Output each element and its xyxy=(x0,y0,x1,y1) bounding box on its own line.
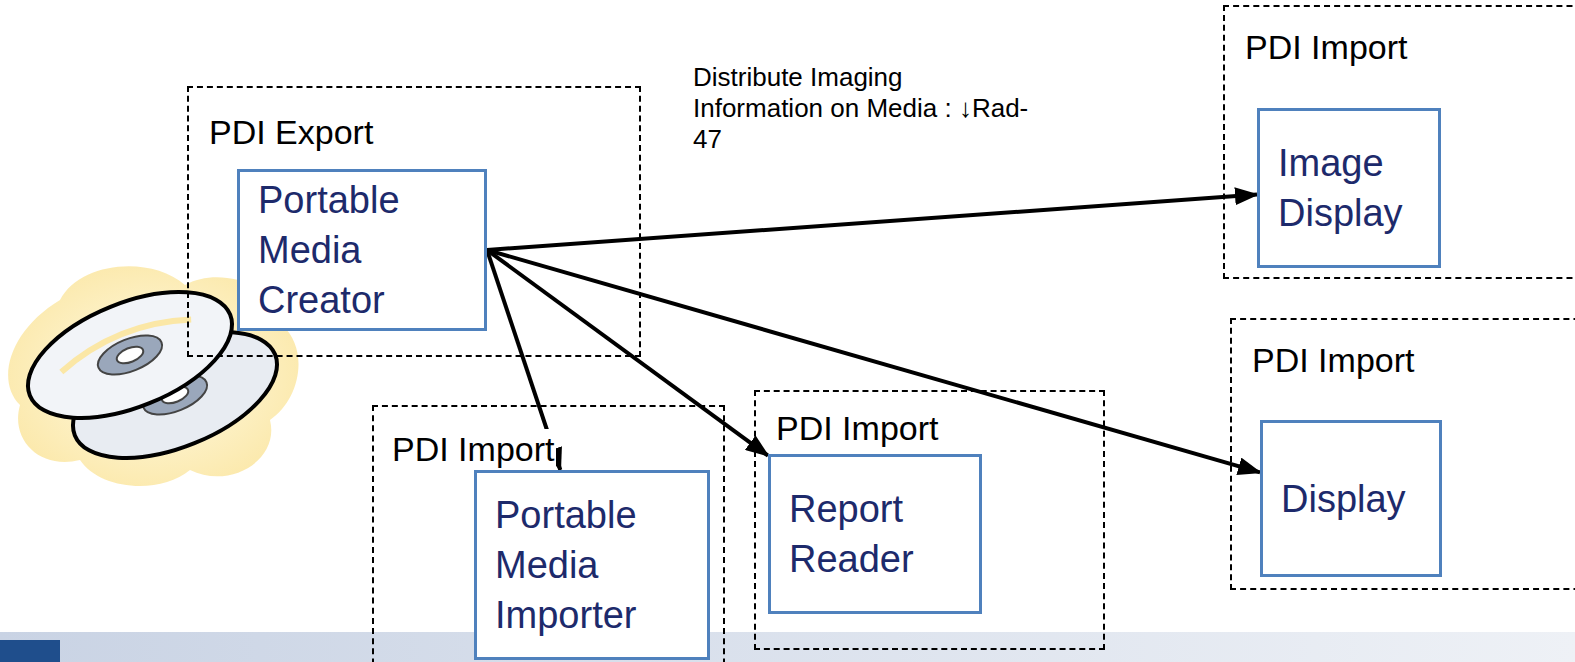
actor-name: Portable Media Creator xyxy=(240,175,484,325)
actor-box: Portable Media Creator xyxy=(237,169,487,331)
actor-box: Report Reader xyxy=(768,454,982,614)
footer-bar xyxy=(0,632,1575,662)
logo-mark xyxy=(0,640,60,662)
dashed-group: PDI ImportPortable Media Importer xyxy=(372,405,725,662)
dashed-group: PDI ImportImage Display xyxy=(1223,5,1575,279)
actor-box: Display xyxy=(1260,420,1442,577)
group-label: PDI Import xyxy=(774,408,940,448)
dashed-group: PDI ImportDisplay xyxy=(1230,318,1575,590)
actor-name: Display xyxy=(1263,474,1420,524)
dashed-group: PDI ExportPortable Media Creator xyxy=(187,86,641,357)
transaction-arrow xyxy=(487,250,1260,472)
actor-name: Report Reader xyxy=(771,484,979,584)
dashed-group: PDI ImportReport Reader xyxy=(754,390,1105,650)
actor-box: Image Display xyxy=(1257,108,1441,268)
transaction-arrow xyxy=(487,195,1257,250)
group-label: PDI Import xyxy=(1243,27,1409,67)
cd-disc-front xyxy=(10,266,249,443)
group-label: PDI Import xyxy=(390,429,556,469)
actor-name: Portable Media Importer xyxy=(477,490,707,640)
actor-box: Portable Media Importer xyxy=(474,470,710,660)
transaction-label: Distribute Imaging Information on Media … xyxy=(693,62,1033,155)
group-label: PDI Import xyxy=(1250,340,1416,380)
actor-name: Image Display xyxy=(1260,138,1438,238)
transaction-arrow xyxy=(487,250,768,456)
group-label: PDI Export xyxy=(207,112,375,152)
